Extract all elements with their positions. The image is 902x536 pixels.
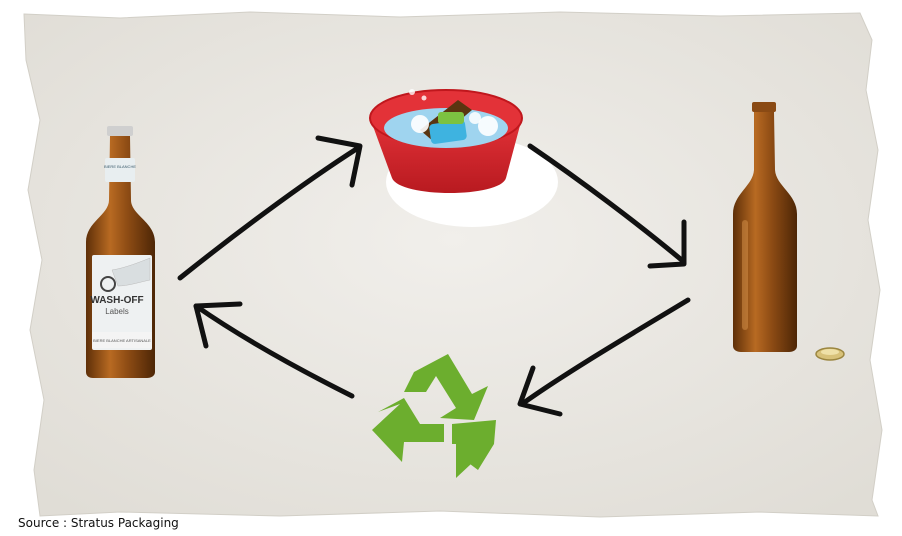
arrow-recycle-to-label: [193, 303, 355, 399]
bottle-small-label-text: BIERE BLANCHE ARTISANALE: [93, 338, 151, 343]
arrow-recycle-to-label-head: [193, 301, 243, 349]
arrow-wash-to-bottle-head: [647, 219, 687, 269]
labels-brand-text: Labels: [105, 307, 129, 316]
recycle-icon: [372, 354, 496, 478]
torn-paper-background: [23, 11, 883, 518]
arrow-wash-to-bottle: [527, 143, 687, 265]
bottle-neck-text: BIERE BLANCHE: [104, 164, 136, 169]
arrow-bottle-to-recycle-head: [517, 365, 563, 417]
arrow-label-to-wash-head: [315, 135, 363, 188]
bottle-cap-icon: [815, 347, 845, 361]
wash-basin-icon: [369, 89, 558, 227]
cycle-arrows: [177, 135, 691, 417]
clean-bottle-icon: [733, 102, 797, 352]
labeled-bottle-icon: BIERE BLANCHE WASH-OFF Labels BIERE BLAN…: [86, 126, 155, 378]
arrow-bottle-to-recycle: [519, 297, 691, 407]
source-caption: Source : Stratus Packaging: [18, 516, 179, 530]
arrow-label-to-wash: [177, 145, 361, 281]
wash-off-brand-text: WASH-OFF: [90, 295, 143, 306]
